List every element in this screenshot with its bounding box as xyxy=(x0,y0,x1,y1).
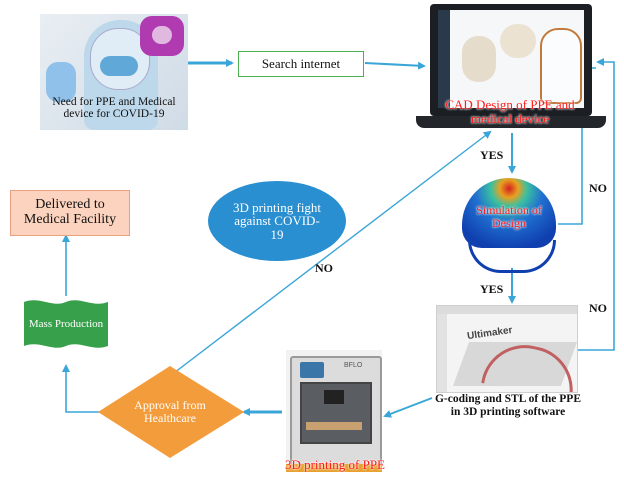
arrow-approval-no-to-cad xyxy=(169,130,492,377)
cad-laptop: CAD Design of PPE and medical device xyxy=(416,4,606,134)
hand-ok-gesture xyxy=(46,62,76,102)
cad-model-mask xyxy=(462,36,496,82)
gcode-caption: G-coding and STL of the PPE in 3D printi… xyxy=(434,393,581,418)
laptop-screen xyxy=(430,4,592,116)
delivered-box: Delivered to Medical Facility xyxy=(10,190,130,236)
need-label: Need for PPE and Medical device for COVI… xyxy=(52,96,176,121)
printer-base xyxy=(286,464,382,472)
laptop-base xyxy=(416,116,606,128)
fem-helmet xyxy=(462,178,556,248)
printer-nozzle xyxy=(324,390,344,404)
edge-yes-cad-sim: YES xyxy=(480,148,504,162)
need-photo: Need for PPE and Medical device for COVI… xyxy=(40,14,188,130)
printer-brand: BFLO xyxy=(344,362,363,369)
mass-production-label: Mass Production xyxy=(28,318,104,331)
cad-model-shield xyxy=(540,28,582,104)
ultimaker-brand: Ultimaker xyxy=(466,324,514,343)
printer-photo: BFLO xyxy=(286,350,382,472)
approval-label: Approval from Healthcare xyxy=(134,398,206,425)
search-internet-box: Search internet xyxy=(238,51,364,77)
slogan-label: 3D printing fight against COVID-19 xyxy=(232,199,322,242)
search-internet-label: Search internet xyxy=(261,56,341,72)
arrow-gcode-no-loop xyxy=(576,58,615,351)
gcode-screenshot: Ultimaker xyxy=(436,305,578,393)
arrow-approval-to-mass xyxy=(62,364,112,413)
slicer-toolbar xyxy=(437,306,577,314)
purple-respirator-icon xyxy=(140,16,184,56)
edge-no-approval: NO xyxy=(315,261,333,275)
approval-diamond xyxy=(98,366,244,458)
arrow-gcode-to-printer xyxy=(383,397,433,418)
cad-label: CAD Design of PPE and medical device xyxy=(445,97,575,126)
printer-screen xyxy=(300,362,324,378)
slogan-ellipse xyxy=(208,181,346,261)
cad-model-shell xyxy=(500,24,536,58)
delivered-label: Delivered to Medical Facility xyxy=(23,197,117,227)
simulation-model: Simulation of Design xyxy=(458,176,560,273)
printer-bed xyxy=(306,422,362,430)
edge-no-sim: NO xyxy=(589,181,607,195)
cad-sidebar xyxy=(438,10,450,108)
edge-no-gcode: NO xyxy=(589,301,607,315)
mass-production-flag xyxy=(24,300,108,348)
fem-headband xyxy=(468,240,556,273)
arrow-search-to-cad xyxy=(364,61,426,70)
printing-label: 3D printing of PPE xyxy=(284,457,386,472)
n95-mask xyxy=(100,56,138,76)
edge-yes-sim-gcode: YES xyxy=(480,282,504,296)
simulation-label: Simulation of Design xyxy=(476,203,542,230)
slicer-sidebar xyxy=(437,314,447,392)
